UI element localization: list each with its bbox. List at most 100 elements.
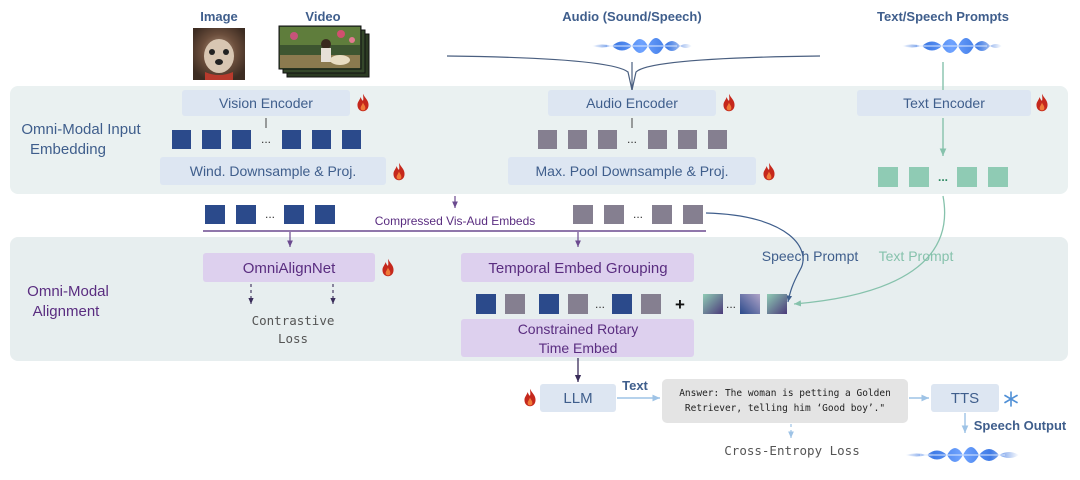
interleaved-vision-token bbox=[612, 294, 632, 314]
audio-token bbox=[678, 130, 697, 149]
prompt-token-ellipsis: ... bbox=[726, 297, 736, 311]
interleaved-vision-token bbox=[476, 294, 496, 314]
prompt-token bbox=[767, 294, 787, 314]
vision-token bbox=[312, 130, 331, 149]
vision-token bbox=[172, 130, 191, 149]
audio-token bbox=[568, 130, 587, 149]
compressed-vision-tokens bbox=[205, 205, 335, 224]
contrastive-loss-line2: Loss bbox=[278, 331, 308, 346]
llm-trainable-flame-icon bbox=[524, 388, 536, 407]
alignment-label-line2: Alignment bbox=[33, 303, 101, 320]
input-embedding-label-line2: Embedding bbox=[30, 141, 106, 158]
tts-box: TTS bbox=[931, 384, 999, 412]
compressed-audio-tokens bbox=[573, 205, 703, 224]
speech-prompt-waveform-icon bbox=[902, 38, 1002, 54]
rotary-embed-label-line2: Time Embed bbox=[539, 340, 618, 356]
audio-waveform-icon bbox=[592, 38, 692, 54]
llm-label: LLM bbox=[563, 390, 592, 407]
video-label: Video bbox=[305, 9, 340, 24]
text-token-row bbox=[878, 167, 1008, 187]
answer-text-line1: Answer: The woman is petting a Golden bbox=[679, 388, 891, 399]
audio-encoder-box: Audio Encoder bbox=[548, 90, 716, 116]
speech-output-label: Speech Output bbox=[974, 418, 1067, 433]
audio-token bbox=[648, 130, 667, 149]
text-speech-label: Text/Speech Prompts bbox=[877, 9, 1009, 24]
input-embedding-label-line1: Omni-Modal Input bbox=[21, 121, 141, 138]
text-encoder-label: Text Encoder bbox=[903, 95, 985, 111]
interleaved-audio-token bbox=[505, 294, 525, 314]
tts-frozen-snowflake-icon bbox=[1004, 391, 1018, 407]
audio-token bbox=[538, 130, 557, 149]
rotary-embed-label-line1: Constrained Rotary bbox=[518, 321, 639, 337]
interleaved-audio-token bbox=[568, 294, 588, 314]
omnialignnet-label: OmniAlignNet bbox=[243, 260, 336, 277]
interleaved-token-row bbox=[476, 294, 661, 314]
speech-output-waveform-icon bbox=[905, 447, 1019, 463]
cross-entropy-loss: Cross-Entropy Loss bbox=[724, 443, 859, 458]
prompt-token-row bbox=[703, 294, 787, 314]
vision-token bbox=[232, 130, 251, 149]
text-token bbox=[909, 167, 929, 187]
rotary-embed-box: Constrained Rotary Time Embed bbox=[461, 319, 694, 357]
audio-token-row bbox=[538, 130, 727, 149]
compressed-vision-token bbox=[236, 205, 256, 224]
video-to-audio-encoder-line bbox=[446, 55, 633, 91]
vision-token-ellipsis: ... bbox=[261, 132, 271, 146]
text-token bbox=[878, 167, 898, 187]
vision-downsample-box: Wind. Downsample & Proj. bbox=[160, 157, 386, 185]
text-token bbox=[988, 167, 1008, 187]
audio-label: Audio (Sound/Speech) bbox=[562, 9, 701, 24]
text-token bbox=[957, 167, 977, 187]
compressed-vision-ellipsis: ... bbox=[265, 207, 275, 221]
text-encoder-box: Text Encoder bbox=[857, 90, 1031, 116]
audio-to-encoder-line bbox=[631, 55, 821, 91]
audio-token-ellipsis: ... bbox=[627, 132, 637, 146]
vision-downsample-label: Wind. Downsample & Proj. bbox=[190, 163, 357, 179]
contrastive-loss-line1: Contrastive bbox=[252, 313, 335, 328]
video-thumbnail-stack bbox=[278, 25, 370, 78]
prompt-token bbox=[740, 294, 760, 314]
compressed-vision-token bbox=[284, 205, 304, 224]
audio-token bbox=[708, 130, 727, 149]
answer-box: Answer: The woman is petting a Golden Re… bbox=[662, 379, 908, 423]
audio-encoder-label: Audio Encoder bbox=[586, 95, 678, 111]
vision-token-row bbox=[172, 130, 361, 149]
compressed-audio-token bbox=[604, 205, 624, 224]
audio-downsample-box: Max. Pool Downsample & Proj. bbox=[508, 157, 756, 185]
compressed-vision-token bbox=[205, 205, 225, 224]
llm-box: LLM bbox=[540, 384, 616, 412]
compressed-audio-token bbox=[652, 205, 672, 224]
omnialignnet-box: OmniAlignNet bbox=[203, 253, 375, 282]
compressed-vision-token bbox=[315, 205, 335, 224]
speech-prompt-curve bbox=[705, 212, 804, 303]
interleaved-ellipsis: ... bbox=[595, 297, 605, 311]
compressed-audio-ellipsis: ... bbox=[633, 207, 643, 221]
temporal-grouping-box: Temporal Embed Grouping bbox=[461, 253, 694, 282]
vision-token bbox=[202, 130, 221, 149]
plus-sign: + bbox=[675, 295, 685, 314]
compressed-audio-token bbox=[683, 205, 703, 224]
answer-text-line2: Retriever, telling him ‘Good boy’." bbox=[685, 403, 885, 414]
text-token-ellipsis: ... bbox=[938, 170, 948, 184]
compressed-embeds-label: Compressed Vis-Aud Embeds bbox=[375, 214, 536, 228]
image-thumbnail bbox=[193, 28, 245, 80]
interleaved-audio-token bbox=[641, 294, 661, 314]
alignment-label-line1: Omni-Modal bbox=[27, 283, 109, 300]
speech-prompt-label: Speech Prompt bbox=[762, 248, 859, 264]
audio-downsample-label: Max. Pool Downsample & Proj. bbox=[536, 163, 729, 179]
audio-token bbox=[598, 130, 617, 149]
vision-encoder-label: Vision Encoder bbox=[219, 95, 313, 111]
vision-token bbox=[342, 130, 361, 149]
tts-label: TTS bbox=[951, 390, 979, 407]
text-output-label: Text bbox=[622, 378, 648, 393]
compressed-audio-token bbox=[573, 205, 593, 224]
prompt-token bbox=[703, 294, 723, 314]
vision-encoder-box: Vision Encoder bbox=[182, 90, 350, 116]
vision-token bbox=[282, 130, 301, 149]
image-label: Image bbox=[200, 9, 238, 24]
text-prompt-curve bbox=[793, 195, 946, 307]
interleaved-vision-token bbox=[539, 294, 559, 314]
text-prompt-label: Text Prompt bbox=[879, 248, 954, 264]
